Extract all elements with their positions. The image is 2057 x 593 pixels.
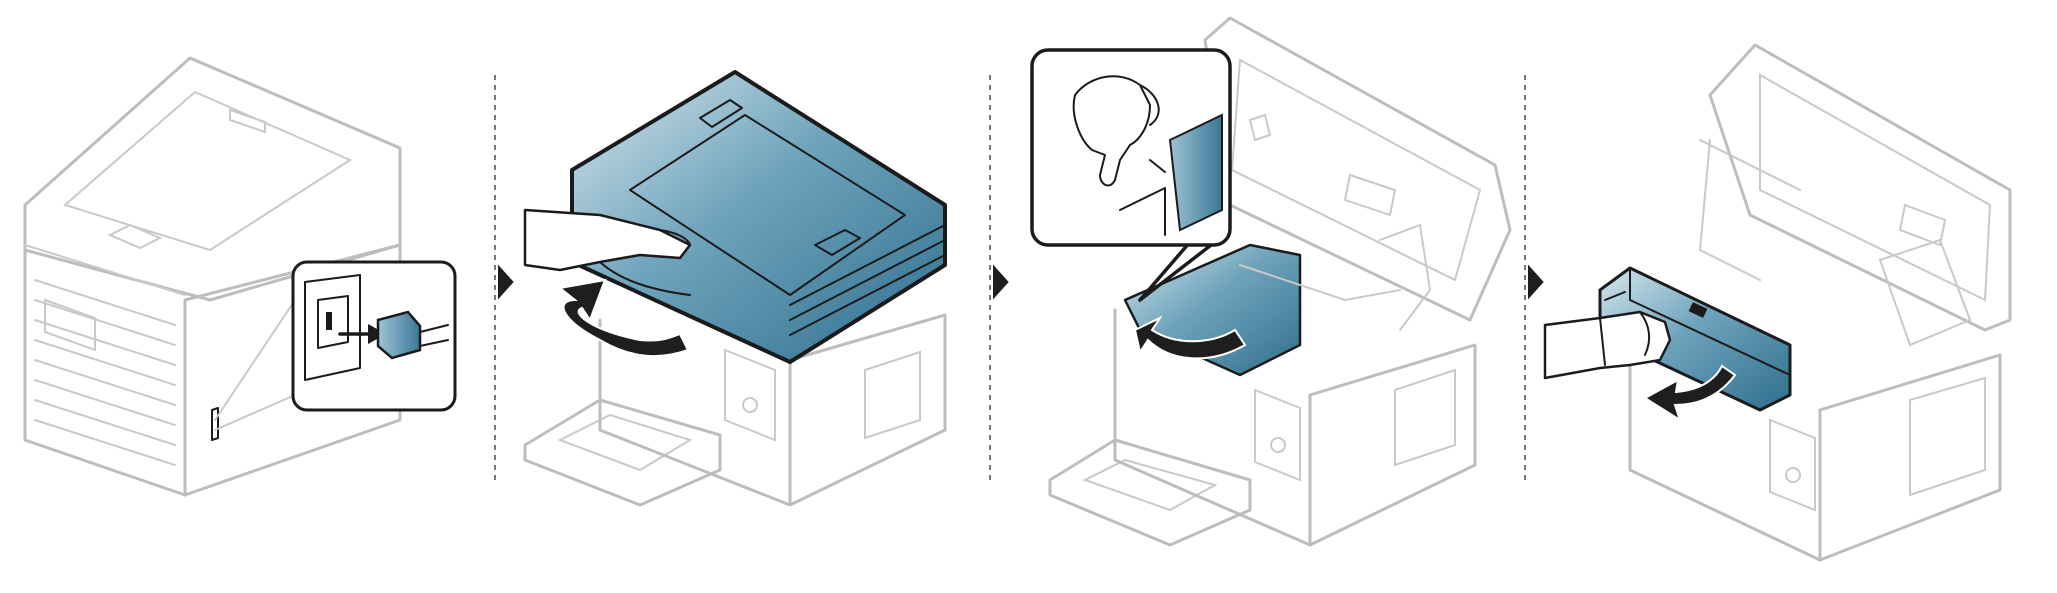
step-1-printer-unplug [23,56,457,497]
side-vents [34,279,176,466]
next-step-arrow-icon [496,259,517,305]
cover-release-callout [1030,48,1232,302]
scanner-unit [570,70,947,364]
pull-arrow-icon [1643,364,1737,423]
step-4-printer-remove-toner [1543,43,2012,562]
step-3-printer-open-inner-cover [1030,16,1512,547]
rotate-arrow-icon [1133,315,1247,360]
next-step-arrow-icon [991,259,1012,305]
step-2-printer-open-scanner [523,70,947,507]
hand-lifting-icon [523,208,692,296]
power-socket-callout [291,260,457,412]
hand-pulling-icon [1543,310,1672,380]
control-panel [724,348,776,442]
lift-arrow-icon [557,278,690,357]
next-step-arrow-icon [1526,259,1547,305]
